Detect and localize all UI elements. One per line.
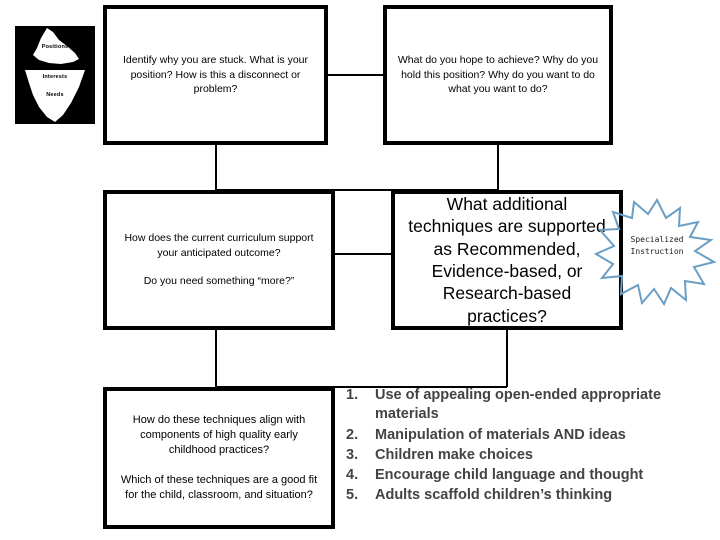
list-item: 3. Children make choices — [346, 446, 706, 465]
list-item-number: 3. — [346, 446, 359, 463]
starburst-shape — [594, 197, 717, 307]
hope-to-achieve-text: What do you hope to achieve? Why do you … — [397, 54, 599, 96]
list-item-text: Encourage child language and thought — [375, 467, 644, 484]
connector-b-to-d-vertical — [497, 145, 499, 190]
connector-b-to-d-horizontal — [215, 189, 498, 191]
list-item-number: 5. — [346, 487, 359, 504]
list-item: 4. Encourage child language and thought — [346, 466, 706, 485]
list-item-text: Use of appealing open-ended appropriate … — [375, 387, 662, 423]
align-practices-text-wrap: How do these techniques align with compo… — [107, 413, 331, 504]
specialized-instruction-starburst[interactable]: Specialized Instruction — [594, 196, 720, 308]
iceberg-top-shape — [33, 28, 79, 64]
identify-problem-text-wrap: Identify why you are stuck. What is your… — [107, 53, 324, 96]
additional-techniques-box[interactable]: What additional techniques are supported… — [391, 190, 623, 330]
connector-a-to-b — [328, 74, 384, 76]
hope-to-achieve-text-wrap: What do you hope to achieve? Why do you … — [387, 53, 609, 96]
iceberg-bottom-shape — [25, 70, 85, 122]
connector-a-to-c-vertical — [215, 145, 217, 190]
connector-to-bottom-horizontal — [215, 386, 507, 388]
list-item-text: Children make choices — [375, 446, 533, 463]
list-item-text: Adults scaffold children’s thinking — [375, 487, 613, 504]
list-item-text: Manipulation of materials AND ideas — [375, 426, 626, 443]
list-item-number: 4. — [346, 467, 359, 484]
good-fit-text: Which of these techniques are a good fit… — [120, 473, 318, 502]
list-item-number: 2. — [346, 426, 359, 443]
curriculum-support-text-wrap: How does the current curriculum support … — [107, 231, 331, 288]
connector-c-to-e-vertical — [215, 330, 217, 387]
identify-problem-box[interactable]: Identify why you are stuck. What is your… — [103, 5, 328, 145]
additional-techniques-text: What additional techniques are supported… — [408, 193, 606, 326]
hope-to-achieve-box[interactable]: What do you hope to achieve? Why do you … — [383, 5, 613, 145]
list-item-number: 1. — [346, 387, 359, 403]
iceberg-image: Positions Interests Needs — [15, 26, 95, 124]
connector-c-to-d — [335, 253, 392, 255]
list-item: 2. Manipulation of materials AND ideas — [346, 426, 706, 445]
high-quality-practices-list: 1. Use of appealing open-ended appropria… — [346, 386, 706, 507]
list-item: 5. Adults scaffold children’s thinking — [346, 486, 706, 505]
identify-problem-text: Identify why you are stuck. What is your… — [123, 54, 308, 96]
connector-d-to-list-vertical — [506, 330, 508, 387]
list-item: 1. Use of appealing open-ended appropria… — [346, 386, 706, 425]
need-something-more-text: Do you need something “more?” — [143, 275, 295, 288]
align-practices-box[interactable]: How do these techniques align with compo… — [103, 387, 335, 529]
curriculum-support-box[interactable]: How does the current curriculum support … — [103, 190, 335, 330]
align-practices-text: How do these techniques align with compo… — [132, 413, 306, 457]
curriculum-support-text: How does the current curriculum support … — [124, 232, 314, 259]
additional-techniques-text-wrap: What additional techniques are supported… — [395, 193, 619, 327]
